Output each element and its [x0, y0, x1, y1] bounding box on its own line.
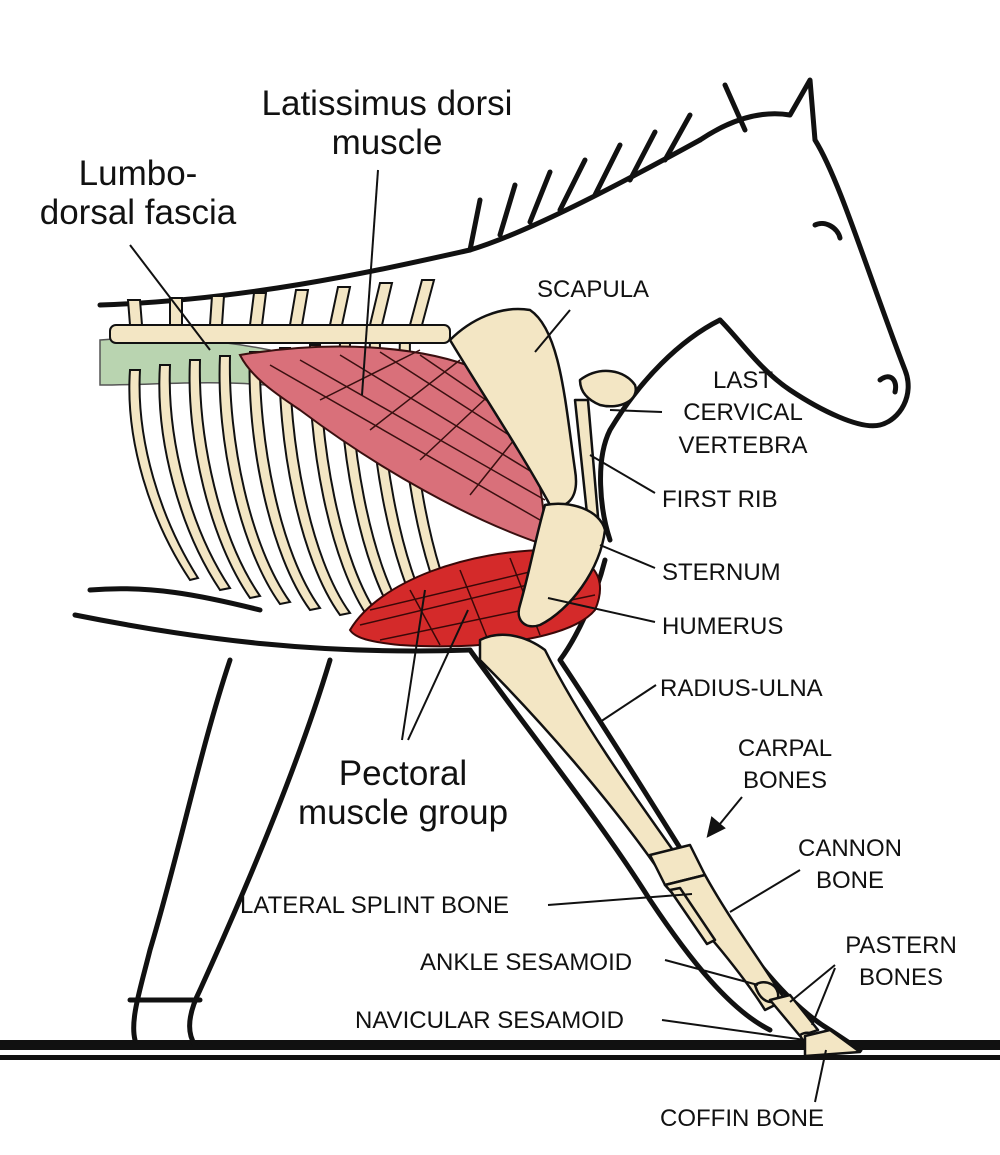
humerus-bone	[517, 502, 607, 628]
leader-cannon	[729, 869, 801, 913]
label-line: LAST	[712, 367, 774, 394]
label-scapula: SCAPULA	[537, 276, 650, 303]
lateral-splint-bone	[668, 886, 717, 946]
label-pectoral-muscle-group: Pectoral muscle group	[278, 754, 528, 832]
label-carpal-bones: CARPAL BONES	[730, 735, 840, 795]
label-line: muscle	[331, 122, 443, 162]
label-line: Pectoral	[338, 754, 468, 793]
leader-pastern-2	[811, 967, 836, 1026]
ground-line	[0, 1040, 1000, 1060]
label-cannon-bone: CANNON BONE	[790, 835, 910, 895]
cervical-vertebra-bone	[578, 369, 637, 408]
scapula-bone	[448, 307, 578, 508]
leader-sternum	[599, 544, 656, 569]
leader-lateral-splint	[547, 893, 693, 906]
leader-coffin	[814, 1049, 827, 1103]
leader-pectoral-2	[407, 609, 469, 741]
leader-radius-ulna	[599, 684, 657, 723]
label-coffin-bone: COFFIN BONE	[660, 1105, 825, 1132]
leader-navicular	[661, 1019, 806, 1041]
carpal-arrowhead	[706, 816, 726, 838]
label-line: muscle group	[297, 792, 509, 832]
leader-first-rib	[589, 454, 656, 494]
leader-cervical	[609, 409, 663, 413]
label-line: BONES	[742, 767, 828, 795]
leader-ankle-sesamoid	[664, 959, 759, 986]
latissimus-fiber-lines	[269, 349, 546, 521]
pastern-bones	[768, 993, 820, 1038]
label-last-cervical-vertebra: LAST CERVICAL VERTEBRA	[668, 367, 818, 459]
label-line: BONES	[858, 964, 944, 992]
coffin-bone	[803, 1028, 862, 1058]
leader-scapula	[534, 309, 571, 353]
label-line: VERTEBRA	[678, 431, 808, 459]
label-line: BONE	[815, 867, 884, 895]
forelimb-skeleton	[448, 307, 862, 1058]
label-sternum: STERNUM	[662, 559, 781, 586]
label-lumbodorsal-fascia: Lumbo- dorsal fascia	[28, 154, 248, 232]
vertebral-column	[109, 279, 451, 344]
label-radius-ulna: RADIUS-ULNA	[660, 675, 823, 702]
label-line: Lumbo-	[78, 154, 198, 193]
leader-pastern-1	[789, 964, 836, 1003]
label-lateral-splint-bone: LATERAL SPLINT BONE	[240, 892, 509, 919]
leader-lines	[129, 169, 836, 1103]
label-pastern-bones: PASTERN BONES	[836, 932, 966, 992]
label-line: PASTERN	[845, 932, 957, 959]
label-humerus: HUMERUS	[662, 613, 784, 640]
label-ankle-sesamoid: ANKLE SESAMOID	[420, 949, 633, 976]
label-navicular-sesamoid: NAVICULAR SESAMOID	[355, 1007, 624, 1034]
leader-humerus	[547, 597, 656, 623]
label-latissimus-dorsi: Latissimus dorsi muscle	[242, 84, 532, 162]
label-line: CERVICAL	[683, 399, 803, 427]
radius-ulna-bone	[478, 633, 682, 874]
leader-latissimus	[361, 169, 379, 396]
label-line: CANNON	[797, 835, 902, 862]
leader-pectoral-1	[401, 589, 426, 741]
label-line: dorsal fascia	[39, 192, 237, 232]
leader-lumbodorsal	[129, 244, 211, 351]
label-first-rib: FIRST RIB	[662, 486, 778, 513]
label-line: Latissimus dorsi	[261, 84, 513, 123]
label-line: CARPAL	[737, 735, 833, 762]
